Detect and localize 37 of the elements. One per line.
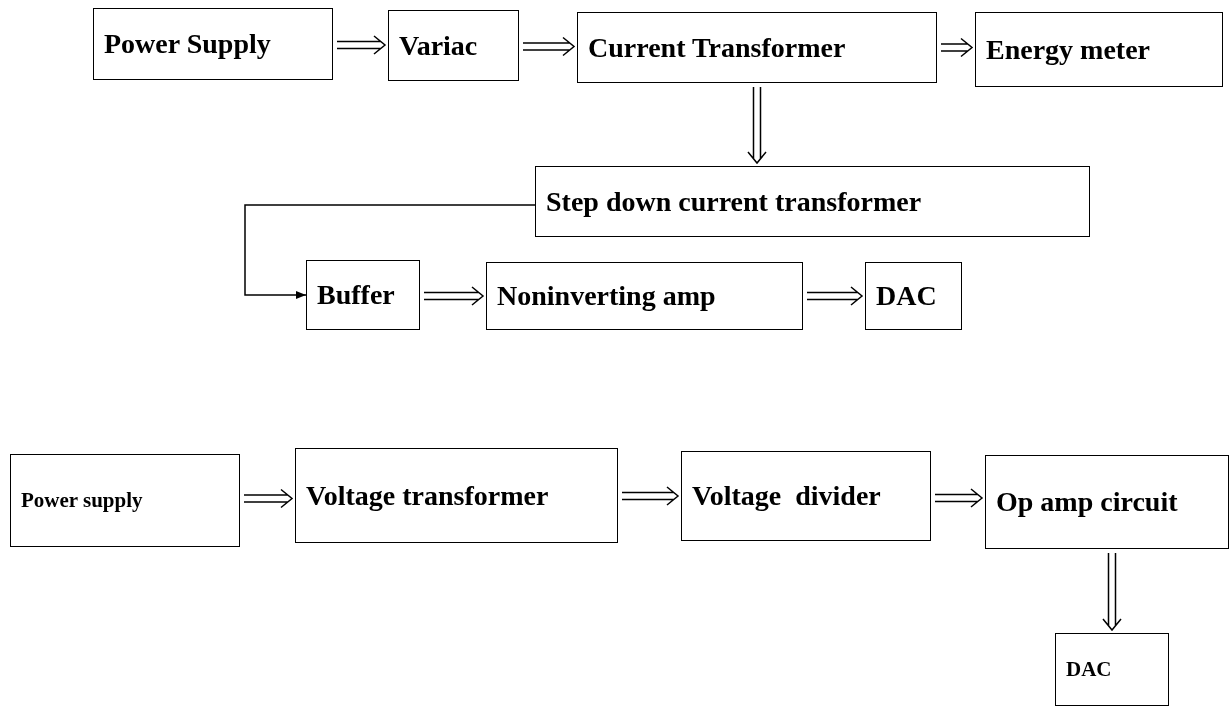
double-arrow (522, 36, 576, 57)
process-box (535, 166, 1090, 237)
process-box (975, 12, 1223, 87)
box-label: Noninverting amp (497, 280, 716, 312)
process-box (1055, 633, 1169, 706)
process-box (10, 454, 240, 547)
box-label: Op amp circuit (996, 486, 1178, 518)
box-label: Variac (399, 29, 478, 62)
double-arrow (621, 486, 680, 506)
process-box (306, 260, 420, 330)
double-arrow (934, 488, 984, 508)
double-arrow (1102, 552, 1122, 632)
box-label: Energy meter (986, 33, 1151, 66)
process-box (486, 262, 803, 330)
process-box (93, 8, 333, 80)
box-label: Current Transformer (588, 31, 846, 64)
box-label: Power supply (21, 488, 143, 513)
double-arrow (243, 488, 294, 509)
process-box (681, 451, 931, 541)
box-label: Step down current transformer (546, 185, 922, 218)
box-label: DAC (876, 280, 937, 312)
connector-arrow (244, 204, 536, 299)
box-label: Voltage transformer (306, 479, 549, 512)
box-label: Buffer (317, 279, 395, 311)
box-label: DAC (1066, 657, 1112, 682)
process-box (865, 262, 962, 330)
double-arrow (423, 286, 485, 306)
process-box (388, 10, 519, 81)
process-box (577, 12, 937, 83)
box-label: Power Supply (104, 28, 271, 60)
process-box (295, 448, 618, 543)
double-arrow (940, 37, 974, 58)
double-arrow (336, 35, 387, 55)
box-label: Voltage divider (692, 480, 881, 512)
double-arrow (747, 86, 767, 165)
process-box (985, 455, 1229, 549)
double-arrow (806, 286, 864, 306)
